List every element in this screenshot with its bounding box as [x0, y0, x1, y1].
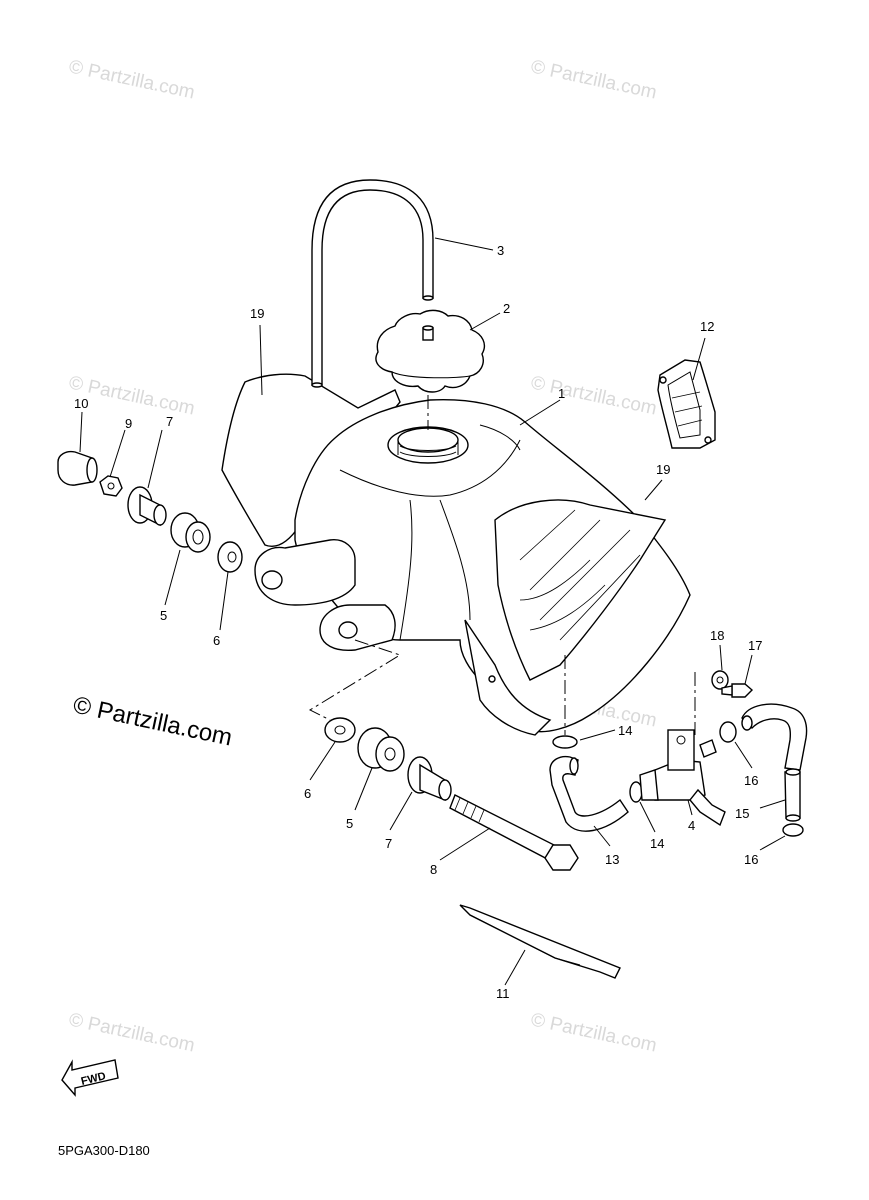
callout-16-upper: 16	[744, 773, 758, 788]
callout-labels: 1 2 3 19 19 12 10 9 7 5 6 6 5 7 8 13 14 …	[74, 243, 762, 1001]
gasket-plate	[657, 359, 716, 449]
fuel-cap	[375, 309, 486, 430]
callout-4: 4	[688, 818, 695, 833]
left-mount-parts	[57, 450, 243, 573]
fuel-petcock-system	[549, 655, 808, 837]
fwd-label: FWD	[80, 1070, 107, 1088]
callout-13: 13	[605, 852, 619, 867]
callout-16-lower: 16	[744, 852, 758, 867]
callout-10: 10	[74, 396, 88, 411]
callout-19-left: 19	[250, 306, 264, 321]
shroud-left	[221, 373, 401, 547]
watermark-main: © Partzilla.com	[71, 691, 235, 751]
callout-6-lower: 6	[304, 786, 311, 801]
callout-2: 2	[503, 301, 510, 316]
callout-5-upper: 5	[160, 608, 167, 623]
callout-5-lower: 5	[346, 816, 353, 831]
diagram-code: 5PGA300-D180	[58, 1143, 150, 1158]
damper-strip	[459, 904, 621, 979]
callout-18: 18	[710, 628, 724, 643]
callout-12: 12	[700, 319, 714, 334]
fuel-tank	[254, 398, 691, 736]
callout-8: 8	[430, 862, 437, 877]
watermark-mid-right: © Partzilla.com	[529, 372, 659, 419]
callout-1: 1	[558, 386, 565, 401]
callout-17: 17	[748, 638, 762, 653]
callout-3: 3	[497, 243, 504, 258]
callout-15: 15	[735, 806, 749, 821]
callout-14-lower: 14	[650, 836, 664, 851]
watermark-bottom-left: © Partzilla.com	[67, 1009, 197, 1056]
watermark-top-left: © Partzilla.com	[67, 56, 197, 103]
callout-11: 11	[496, 986, 510, 1001]
callout-6-upper: 6	[213, 633, 220, 648]
assembly-line-lower	[308, 639, 402, 721]
shroud-right	[494, 499, 667, 681]
watermark-bottom-right: © Partzilla.com	[529, 1009, 659, 1056]
watermark-top-right: © Partzilla.com	[529, 56, 659, 103]
callout-7-upper: 7	[166, 414, 173, 429]
breather-hose	[311, 179, 434, 388]
callout-7-lower: 7	[385, 836, 392, 851]
leader-lines	[79, 237, 786, 986]
callout-14-upper: 14	[618, 723, 632, 738]
callout-9: 9	[125, 416, 132, 431]
forward-arrow-icon: FWD	[61, 1059, 119, 1097]
callout-19-right: 19	[656, 462, 670, 477]
lower-mount-parts	[324, 717, 579, 871]
